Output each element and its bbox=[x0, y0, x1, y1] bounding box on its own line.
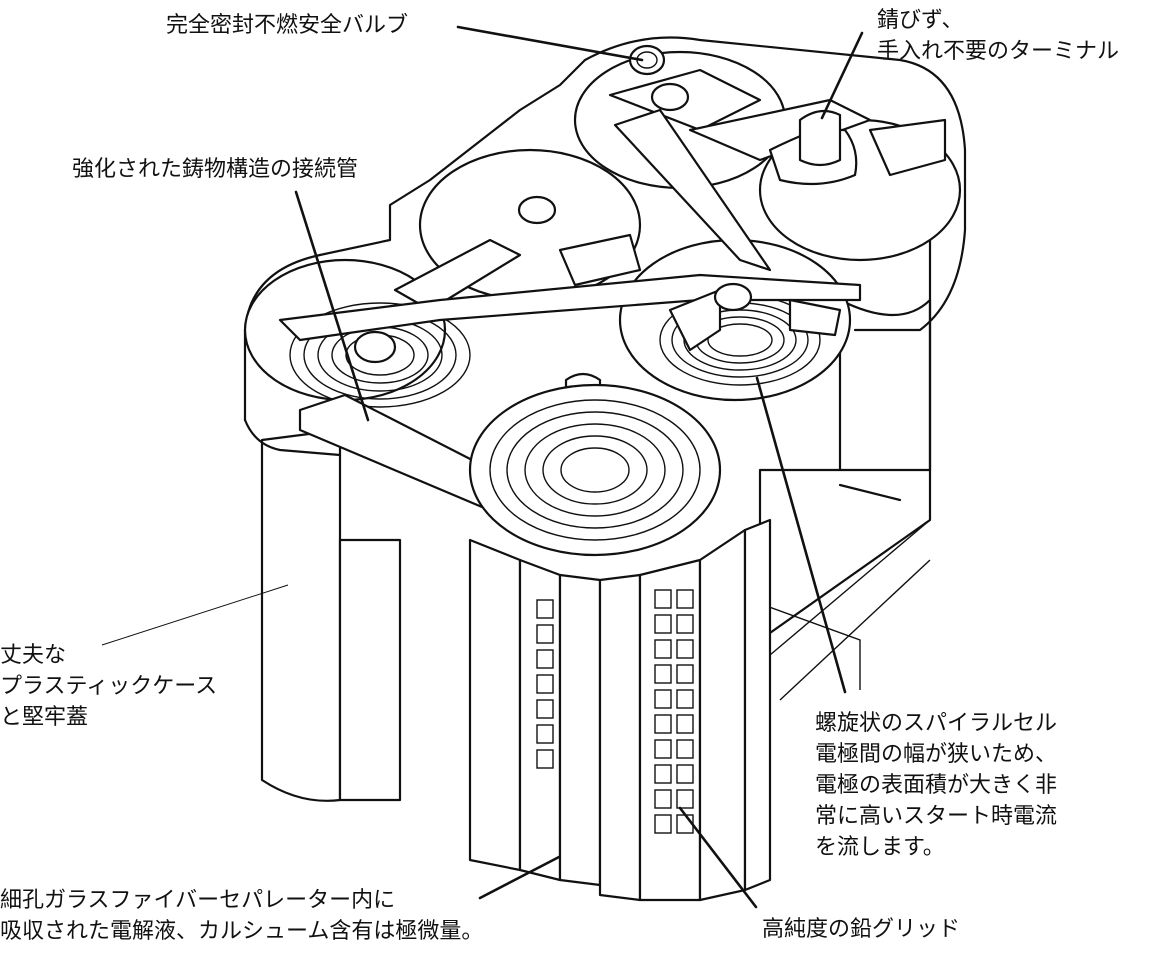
label-spiral-cell-line-3: 電極の表面積が大きく非 bbox=[815, 773, 1058, 798]
label-case-line-3: と堅牢蓋 bbox=[0, 705, 89, 730]
label-separator-line-2: 吸収された電解液、カルシューム含有は極微量。 bbox=[0, 919, 484, 944]
label-terminal-line-2: 手入れ不要のターミナル bbox=[877, 39, 1120, 64]
front-cell-cutaway bbox=[468, 383, 772, 902]
label-spiral-cell-line-5: を流します。 bbox=[815, 835, 945, 860]
label-terminal-line-1: 錆びず、 bbox=[877, 8, 964, 33]
label-case: 丈夫な プラスティックケース と堅牢蓋 bbox=[0, 640, 217, 733]
leader-lines bbox=[101, 25, 864, 909]
battery-case bbox=[243, 36, 967, 802]
label-safety-valve: 完全密封不燃安全バルブ bbox=[166, 10, 408, 41]
label-lead-grid: 高純度の鉛グリッド bbox=[762, 914, 960, 945]
label-safety-valve-text: 完全密封不燃安全バルブ bbox=[166, 13, 409, 38]
label-case-line-2: プラスティックケース bbox=[0, 674, 218, 699]
label-lead-grid-text: 高純度の鉛グリッド bbox=[762, 917, 961, 942]
label-spiral-cell-line-2: 電極間の幅が狭いため、 bbox=[815, 742, 1058, 767]
label-terminal: 錆びず、 手入れ不要のターミナル bbox=[877, 5, 1119, 67]
label-separator-line-1: 細孔ガラスファイバーセパレーター内に bbox=[0, 888, 396, 913]
label-separator: 細孔ガラスファイバーセパレーター内に 吸収された電解液、カルシューム含有は極微量… bbox=[0, 885, 483, 947]
label-case-line-1: 丈夫な bbox=[0, 643, 67, 668]
label-connector: 強化された鋳物構造の接続管 bbox=[72, 154, 358, 185]
label-spiral-cell-line-1: 螺旋状のスパイラルセル bbox=[815, 711, 1058, 736]
label-connector-text: 強化された鋳物構造の接続管 bbox=[72, 157, 359, 182]
label-spiral-cell-line-4: 常に高いスタート時電流 bbox=[815, 804, 1058, 829]
label-spiral-cell: 螺旋状のスパイラルセル 電極間の幅が狭いため、 電極の表面積が大きく非 常に高い… bbox=[815, 708, 1057, 863]
